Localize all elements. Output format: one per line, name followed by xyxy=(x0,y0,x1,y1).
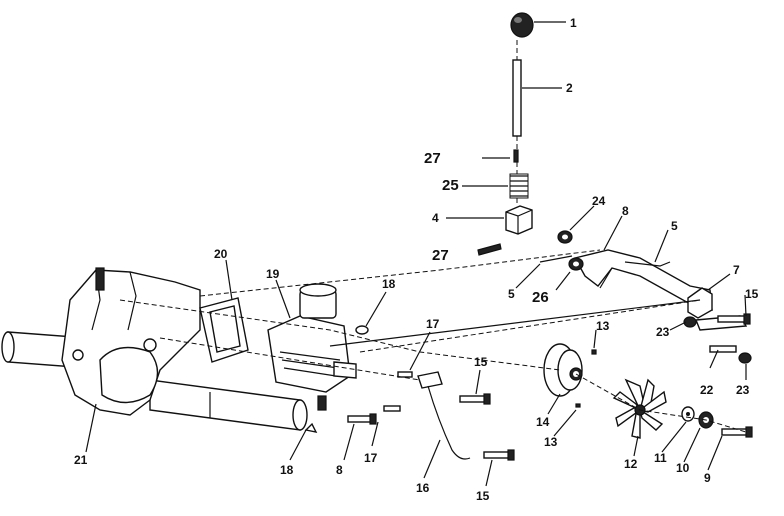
washer-10 xyxy=(698,411,714,429)
spring xyxy=(509,173,529,199)
callout-5-lower: 5 xyxy=(508,287,515,301)
callout-18-upper: 18 xyxy=(382,277,396,291)
callout-15-lower: 15 xyxy=(476,489,490,503)
roll-pin-27-upper xyxy=(482,149,519,163)
callout-11: 11 xyxy=(654,451,667,465)
callout-27-upper: 27 xyxy=(424,150,441,167)
callout-4: 4 xyxy=(432,211,439,225)
washer-26 xyxy=(568,257,584,271)
washer-18-upper xyxy=(355,325,369,335)
bolt-15-lower xyxy=(483,449,515,461)
pin-17-lower xyxy=(383,405,401,412)
callout-14: 14 xyxy=(536,415,550,429)
key-13-lower xyxy=(575,403,581,408)
callout-9: 9 xyxy=(704,471,711,485)
transaxle-housing xyxy=(61,267,201,416)
callout-17-upper: 17 xyxy=(426,317,440,331)
callout-2: 2 xyxy=(566,81,573,95)
callout-1: 1 xyxy=(570,16,577,30)
callout-25: 25 xyxy=(442,177,459,194)
callout-16: 16 xyxy=(416,481,430,495)
bracket-7 xyxy=(687,287,713,319)
assembly-lines xyxy=(119,40,747,433)
callout-8-lower: 8 xyxy=(336,463,343,477)
washer-24 xyxy=(557,230,573,244)
callout-21: 21 xyxy=(74,453,88,467)
callout-22: 22 xyxy=(700,383,714,397)
shift-knob xyxy=(510,12,534,38)
shift-block xyxy=(505,205,533,235)
callout-24: 24 xyxy=(592,194,606,208)
gasket-20 xyxy=(199,297,249,363)
callout-15-center: 15 xyxy=(474,355,488,369)
callout-labels: 1 2 27 25 4 24 8 5 27 5 26 7 15 23 22 23… xyxy=(74,16,759,503)
nut-23-b xyxy=(738,352,752,364)
pin-22 xyxy=(709,345,737,353)
callout-5-upper: 5 xyxy=(671,219,678,233)
shift-rod xyxy=(512,59,522,137)
roll-pin-27-lower xyxy=(477,243,502,256)
callout-8-upper: 8 xyxy=(622,204,629,218)
callout-13-upper: 13 xyxy=(596,319,610,333)
callout-26: 26 xyxy=(532,289,549,306)
nut-23-a xyxy=(683,316,697,328)
callout-19: 19 xyxy=(266,267,280,281)
pin-18-lower xyxy=(304,422,318,433)
clip-16 xyxy=(417,371,471,460)
key-13-upper xyxy=(591,349,597,355)
leader-lines xyxy=(85,21,747,487)
bolt-9 xyxy=(721,426,753,438)
bolt-8-lower xyxy=(347,413,377,425)
pin-5 xyxy=(539,255,573,263)
washer-11 xyxy=(681,406,695,422)
callout-23-left: 23 xyxy=(656,325,670,339)
callout-23-right: 23 xyxy=(736,383,750,397)
pulley-14 xyxy=(543,343,583,397)
callout-13-lower: 13 xyxy=(544,435,558,449)
callout-7: 7 xyxy=(733,263,740,277)
pin-17-upper xyxy=(397,371,413,378)
callout-12: 12 xyxy=(624,457,638,471)
callout-20: 20 xyxy=(214,247,228,261)
fan-12 xyxy=(612,378,667,439)
callout-15-right: 15 xyxy=(745,287,759,301)
bolt-15-right xyxy=(717,313,751,325)
gear-case-19 xyxy=(267,283,357,411)
callout-27-lower: 27 xyxy=(432,247,449,264)
bolt-15-center xyxy=(459,393,491,405)
callout-18-lower: 18 xyxy=(280,463,294,477)
callout-10: 10 xyxy=(676,461,690,475)
callout-17-lower: 17 xyxy=(364,451,378,465)
